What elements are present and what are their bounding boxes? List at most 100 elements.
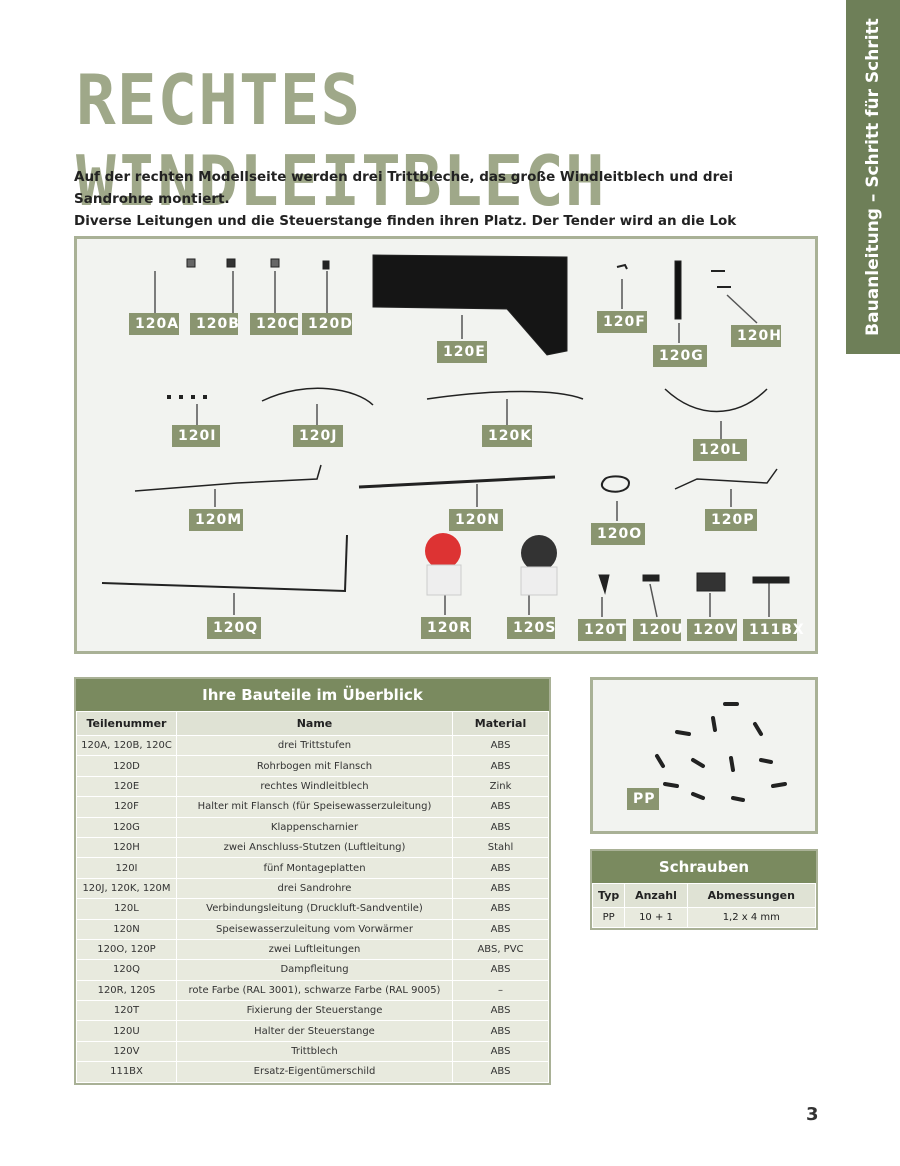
parts-table-heading: Ihre Bauteile im Überblick — [76, 679, 549, 711]
parts-photo: 120A 120B 120C 120D 120E 120F 120G 120H … — [74, 236, 818, 654]
table-cell: ABS — [452, 734, 549, 757]
table-cell: 120V — [76, 1040, 177, 1063]
table-cell: ABS — [452, 857, 549, 879]
table-cell: 120N — [76, 918, 177, 940]
table-cell: Rohrbogen mit Flansch — [176, 755, 453, 777]
table-cell: Stahl — [452, 836, 549, 859]
part-label-120q: 120Q — [207, 617, 261, 639]
table-cell: 120E — [76, 775, 177, 798]
part-label-120u: 120U — [633, 619, 683, 641]
screws-table-heading: Schrauben — [592, 851, 816, 883]
table-cell: PP — [591, 907, 626, 928]
section-tab: Bauanleitung – Schritt für Schritt — [846, 0, 900, 354]
table-cell: rechtes Windleitblech — [176, 775, 453, 798]
table-cell: Speisewasserzuleitung vom Vorwärmer — [176, 918, 453, 940]
part-label-120k: 120K — [482, 425, 532, 447]
part-label-120f: 120F — [597, 311, 647, 333]
part-label-120j: 120J — [293, 425, 343, 447]
table-cell: 120G — [76, 816, 177, 838]
part-label-120v: 120V — [687, 619, 737, 641]
table-cell: 10 + 1 — [624, 907, 688, 928]
column-header: Anzahl — [624, 883, 688, 908]
table-cell: 120L — [76, 898, 177, 920]
parts-overview-table: Ihre Bauteile im Überblick Teilenummer N… — [74, 677, 551, 1085]
table-cell: fünf Montageplatten — [176, 857, 453, 879]
part-label-120g: 120G — [653, 345, 707, 367]
table-cell: Klappenscharnier — [176, 816, 453, 838]
table-cell: ABS — [452, 877, 549, 900]
table-cell: – — [452, 979, 549, 1002]
table-cell: 120I — [76, 857, 177, 879]
table-cell: ABS — [452, 816, 549, 838]
column-header: Abmessungen — [686, 883, 817, 908]
table-cell: ABS — [452, 755, 549, 777]
table-cell: ABS — [452, 1061, 549, 1083]
part-label-120h: 120H — [731, 325, 781, 347]
table-cell: 120T — [76, 1000, 177, 1022]
table-cell: 120F — [76, 796, 177, 818]
part-label-120a: 120A — [129, 313, 179, 335]
part-label-120o: 120O — [591, 523, 645, 545]
column-header: Material — [452, 711, 549, 736]
table-cell: zwei Luftleitungen — [176, 938, 453, 961]
part-label-120n: 120N — [449, 509, 503, 531]
parts-illustration — [101, 254, 790, 618]
column-header: Teilenummer — [76, 711, 177, 736]
part-label-120i: 120I — [172, 425, 220, 447]
table-cell: 120Q — [76, 959, 177, 981]
part-label-120t: 120T — [578, 619, 626, 641]
table-cell: 120H — [76, 836, 177, 859]
table-cell: 120D — [76, 755, 177, 777]
screws-table: Schrauben Typ Anzahl Abmessungen PP 10 +… — [590, 849, 818, 930]
table-cell: ABS — [452, 1040, 549, 1063]
part-label-120e: 120E — [437, 341, 487, 363]
intro-text: Auf der rechten Modellseite werden drei … — [74, 166, 794, 254]
table-cell: Zink — [452, 775, 549, 798]
table-cell: Dampfleitung — [176, 959, 453, 981]
table-cell: ABS — [452, 796, 549, 818]
part-label-120r: 120R — [421, 617, 471, 639]
part-label-120m: 120M — [189, 509, 243, 531]
part-label-120p: 120P — [705, 509, 757, 531]
table-cell: ABS — [452, 898, 549, 920]
table-cell: Verbindungsleitung (Druckluft-Sandventil… — [176, 898, 453, 920]
part-label-120b: 120B — [190, 313, 239, 335]
table-cell: Halter der Steuerstange — [176, 1020, 453, 1042]
table-cell: drei Sandrohre — [176, 877, 453, 900]
table-cell: 111BX — [76, 1061, 177, 1083]
table-row: PP 10 + 1 1,2 x 4 mm — [591, 907, 817, 928]
table-cell: 120J, 120K, 120M — [76, 877, 177, 900]
table-cell: ABS — [452, 1000, 549, 1022]
table-cell: rote Farbe (RAL 3001), schwarze Farbe (R… — [176, 979, 453, 1002]
table-cell: 120R, 120S — [76, 979, 177, 1002]
table-cell: 120U — [76, 1020, 177, 1042]
intro-line: Auf der rechten Modellseite werden drei … — [74, 169, 734, 207]
screw-label-pp: PP — [627, 788, 659, 810]
screws-photo: PP — [590, 677, 818, 834]
part-label-111bx: 111BX — [743, 619, 804, 641]
column-header: Name — [176, 711, 453, 736]
table-cell: 120A, 120B, 120C — [76, 734, 177, 757]
part-label-120s: 120S — [507, 617, 555, 639]
table-cell: ABS — [452, 918, 549, 940]
page-number: 3 — [806, 1104, 819, 1125]
part-label-120c: 120C — [250, 313, 299, 335]
table-cell: Fixierung der Steuerstange — [176, 1000, 453, 1022]
page-title: Rechtes Windleitblech — [76, 60, 606, 222]
